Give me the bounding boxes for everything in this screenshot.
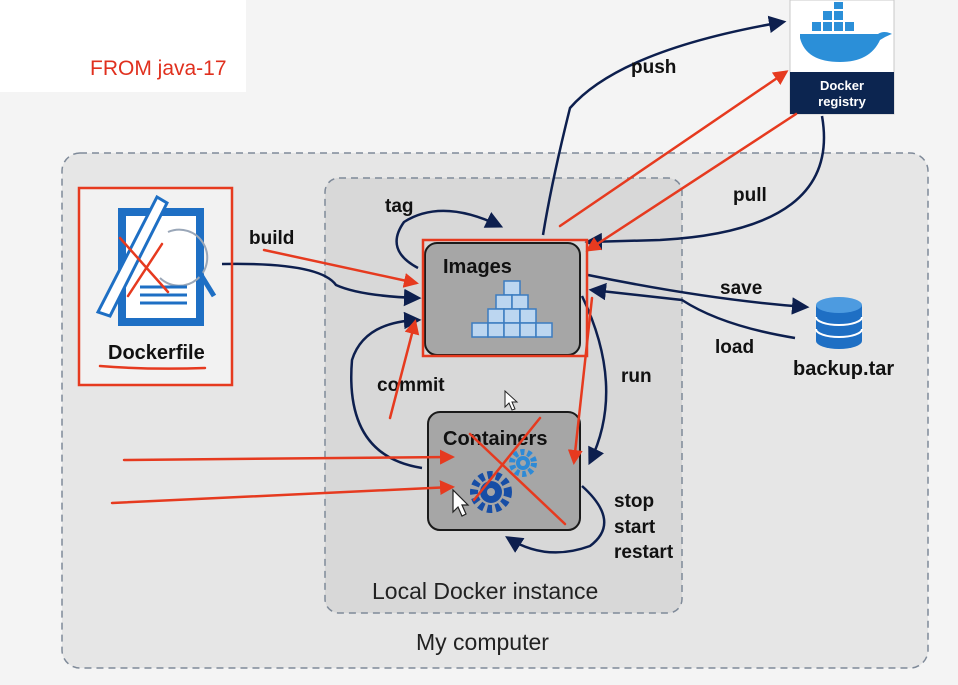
backup-tar-label: backup.tar [793, 358, 895, 380]
pull-label: pull [733, 185, 767, 206]
load-arrow [588, 282, 796, 340]
restart-label: restart [614, 542, 674, 563]
start-label: start [614, 517, 656, 538]
image-layers-icon [471, 280, 553, 338]
database-icon [815, 297, 863, 349]
dockerfile-highlight [77, 186, 234, 387]
build-label: build [249, 228, 295, 249]
registry-line-1: Docker [819, 78, 865, 93]
annotation-card: FROM java-17 [0, 0, 246, 92]
docker-registry-label: Docker registry [790, 78, 894, 110]
load-label: load [715, 337, 755, 358]
docker-whale-icon [800, 2, 892, 62]
save-label: save [720, 278, 763, 299]
containers-title: Containers [443, 428, 548, 450]
local-docker-instance-label: Local Docker instance [372, 578, 599, 604]
registry-line-2: registry [818, 94, 866, 109]
push-label: push [631, 57, 677, 78]
commit-arrow [350, 311, 423, 470]
save-arrow [587, 273, 810, 315]
stop-label: stop [614, 491, 655, 512]
annotation-text: FROM java-17 [90, 57, 227, 80]
commit-label: commit [377, 375, 445, 396]
tag-label: tag [385, 196, 414, 217]
run-label: run [621, 366, 652, 387]
dockerfile-label: Dockerfile [108, 342, 205, 364]
restart-arrow [505, 485, 606, 554]
images-title: Images [443, 256, 512, 278]
my-computer-label: My computer [416, 629, 549, 655]
